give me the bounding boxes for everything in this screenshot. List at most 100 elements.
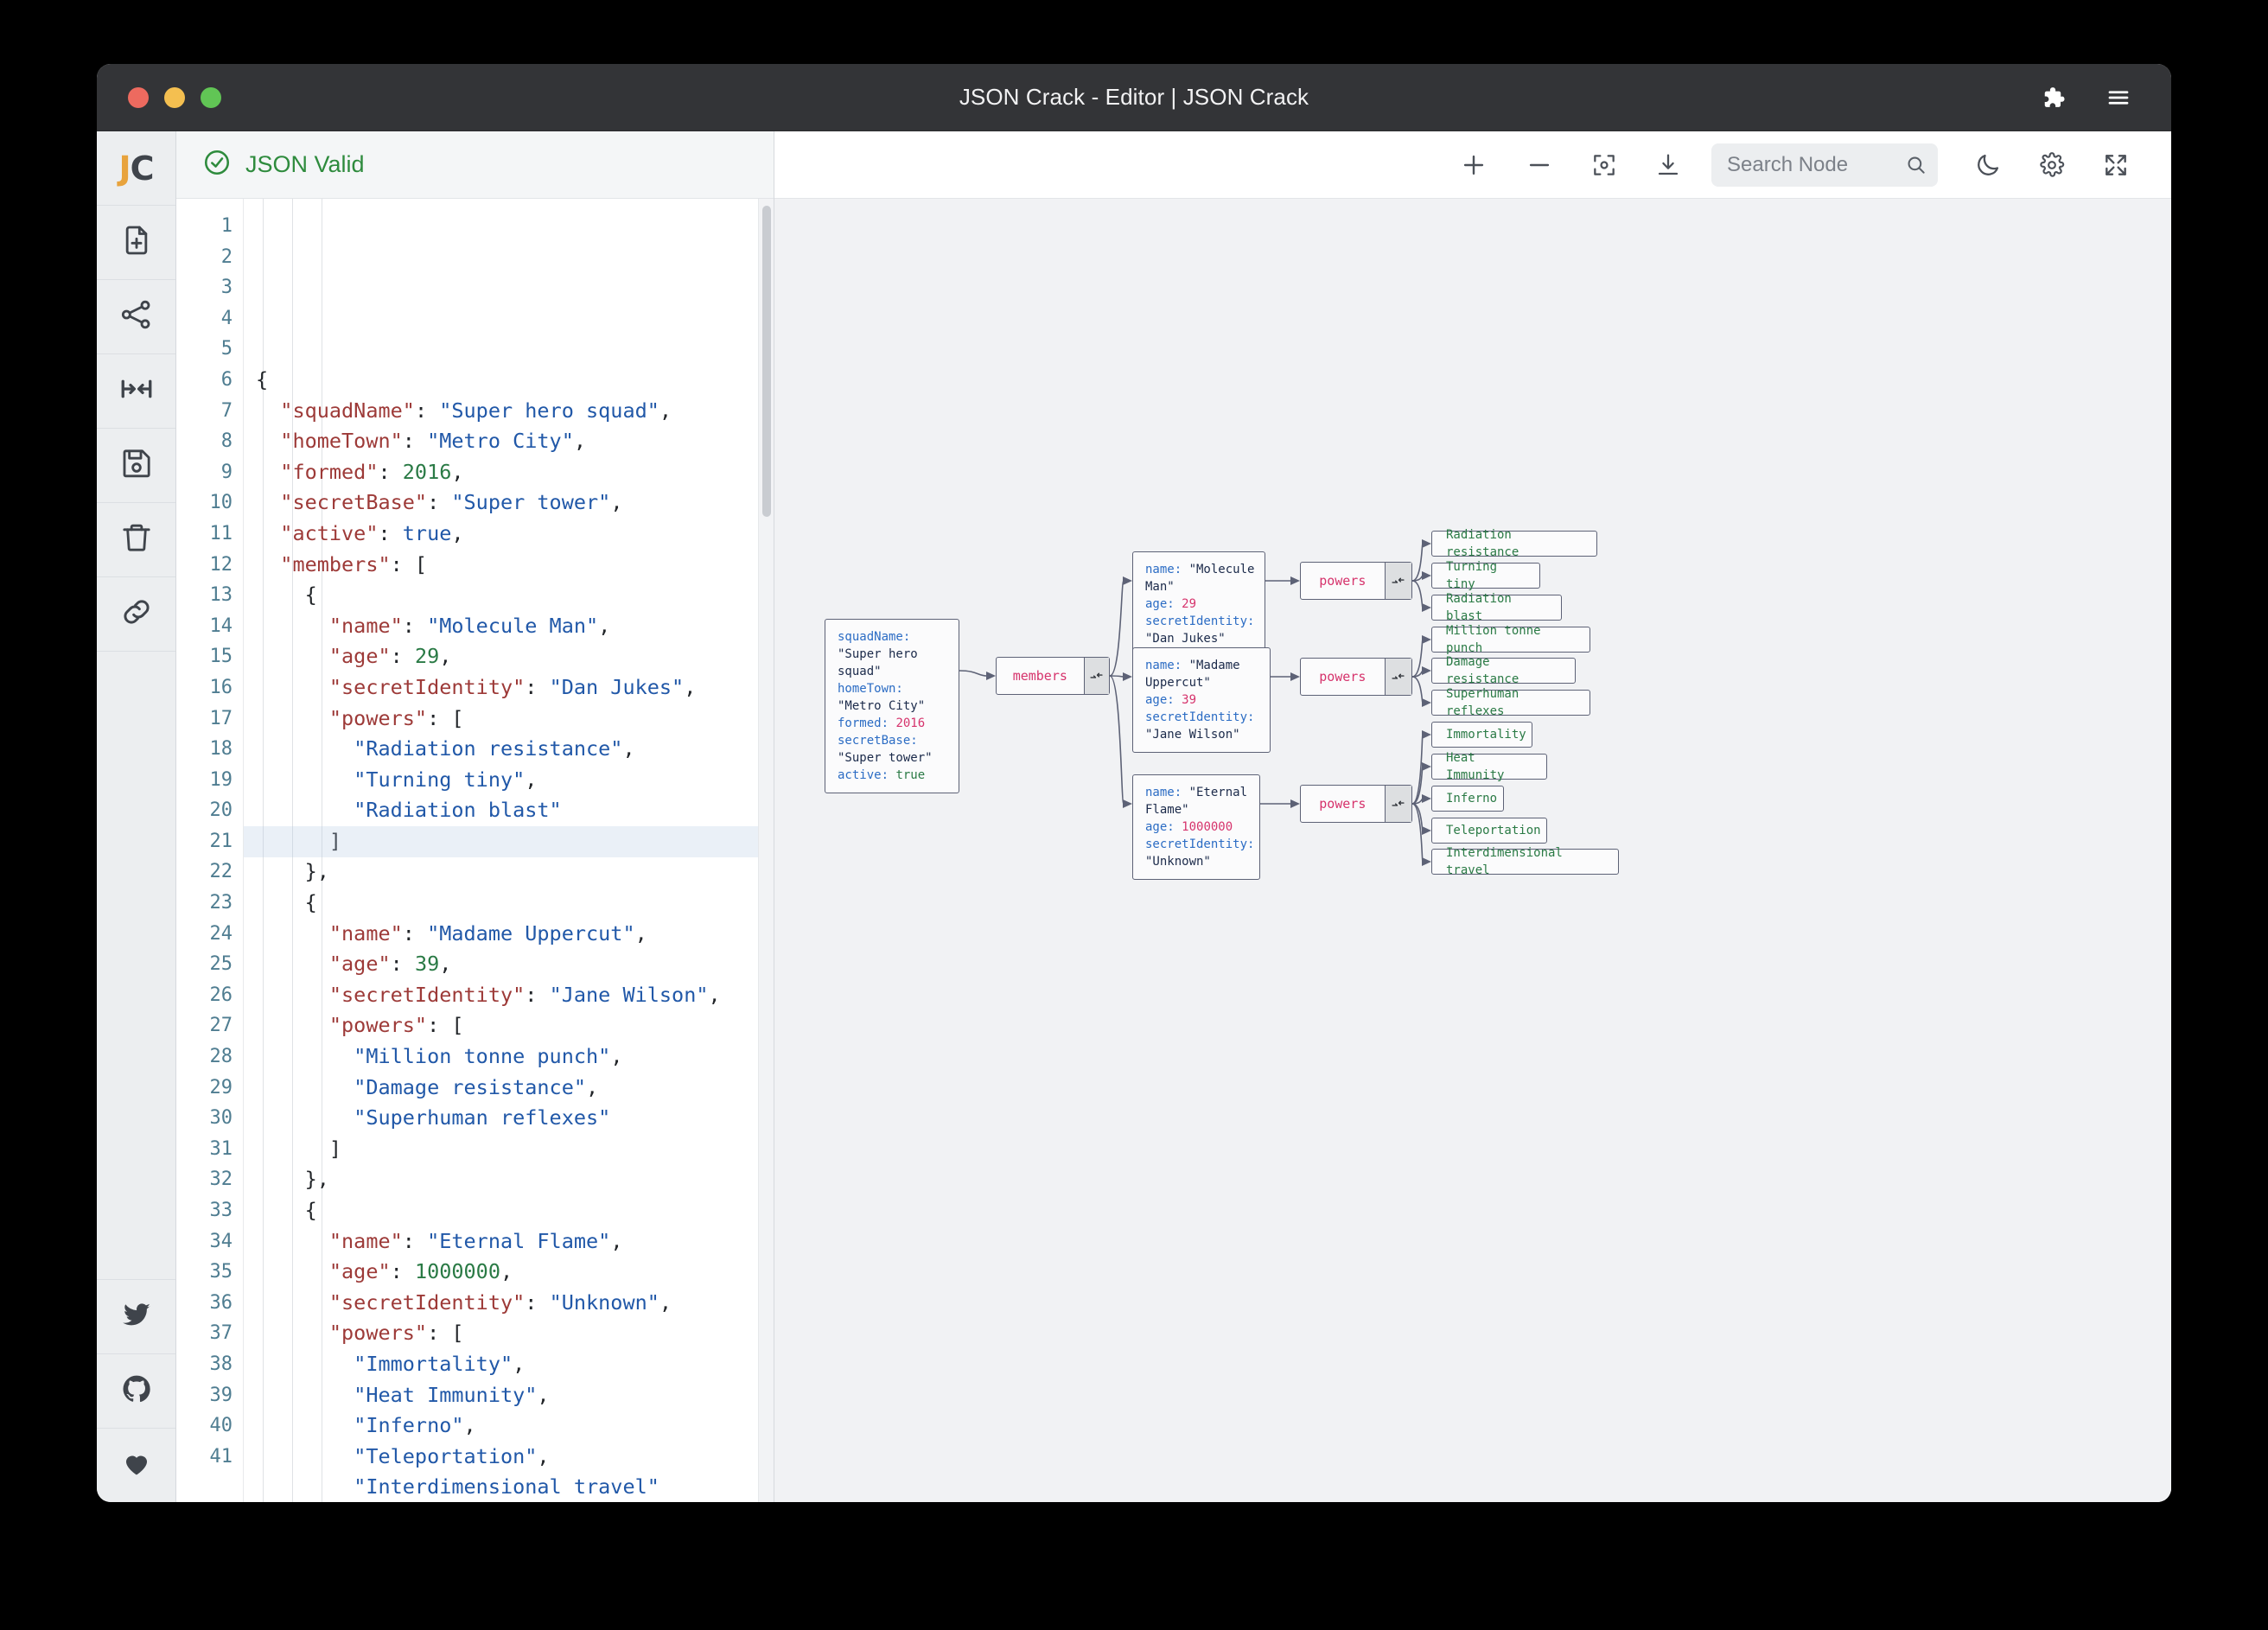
graph-node-leaf[interactable]: Teleportation xyxy=(1431,818,1547,844)
code-line[interactable]: "Interdimensional travel" xyxy=(256,1472,774,1502)
collapse-button[interactable] xyxy=(1384,563,1411,599)
center-view-icon[interactable] xyxy=(1590,151,1618,179)
code-line[interactable]: "powers": [ xyxy=(256,1010,774,1041)
graph-node-powers[interactable]: powers xyxy=(1300,658,1412,696)
graph-node-leaf[interactable]: Radiation resistance xyxy=(1431,528,1597,559)
zoom-out-icon[interactable] xyxy=(1525,150,1554,180)
code-line[interactable]: "Inferno", xyxy=(256,1410,774,1442)
code-line[interactable]: "homeTown": "Metro City", xyxy=(256,426,774,457)
sidebar-item-collapse[interactable] xyxy=(97,354,175,429)
line-number: 28 xyxy=(209,1046,233,1068)
minimize-window-button[interactable] xyxy=(164,86,185,108)
code-line[interactable]: "formed": 2016, xyxy=(256,457,774,488)
code-line[interactable]: { xyxy=(256,1195,774,1226)
code-line[interactable]: "age": 1000000, xyxy=(256,1257,774,1288)
line-number: 23 xyxy=(209,892,233,914)
sidebar-item-save[interactable] xyxy=(97,429,175,503)
gear-icon[interactable] xyxy=(2038,151,2066,179)
graph-node-leaf[interactable]: Turning tiny xyxy=(1431,560,1540,591)
graph-node-leaf[interactable]: Interdimensional travel xyxy=(1431,846,1619,877)
code-line[interactable]: "Radiation resistance", xyxy=(256,734,774,765)
code-line[interactable]: "powers": [ xyxy=(256,704,774,735)
search-icon[interactable] xyxy=(1905,154,1927,176)
graph-node-leaf[interactable]: Immortality xyxy=(1431,722,1533,748)
code-line[interactable]: "secretBase": "Super tower", xyxy=(256,487,774,519)
code-indent xyxy=(256,952,329,976)
code-line[interactable]: "secretIdentity": "Unknown", xyxy=(256,1288,774,1319)
code-line[interactable]: }, xyxy=(256,856,774,888)
graph-node-leaf[interactable]: Superhuman reflexes xyxy=(1431,687,1590,718)
code-line[interactable]: "Superhuman reflexes" xyxy=(256,1103,774,1134)
code-line[interactable]: "name": "Madame Uppercut", xyxy=(256,919,774,950)
line-number: 27 xyxy=(209,1015,233,1037)
code-line[interactable]: "squadName": "Super hero squad", xyxy=(256,396,774,427)
collapse-button[interactable] xyxy=(1384,786,1411,822)
code-line[interactable]: "Damage resistance", xyxy=(256,1073,774,1104)
graph-canvas[interactable]: squadName: "Super hero squad"homeTown: "… xyxy=(774,199,2171,1502)
code-line[interactable]: "members": [ xyxy=(256,550,774,581)
search-input[interactable] xyxy=(1727,152,1891,177)
code-line[interactable]: "secretIdentity": "Jane Wilson", xyxy=(256,980,774,1011)
line-number: 39 xyxy=(209,1384,233,1406)
app-logo[interactable]: JC xyxy=(97,131,175,206)
code-indent xyxy=(256,552,280,576)
sidebar-item-new-file[interactable] xyxy=(97,206,175,280)
collapse-button[interactable] xyxy=(1384,659,1411,695)
editor-scrollbar[interactable] xyxy=(758,199,774,1502)
graph-node-leaf[interactable]: Heat Immunity xyxy=(1431,751,1547,782)
line-number: 36 xyxy=(209,1291,233,1314)
code-line[interactable]: "age": 39, xyxy=(256,949,774,980)
code-line[interactable]: "name": "Molecule Man", xyxy=(256,611,774,642)
graph-node-leaf[interactable]: Radiation blast xyxy=(1431,592,1562,623)
sidebar-item-share[interactable] xyxy=(97,280,175,354)
code-content[interactable]: { "squadName": "Super hero squad", "home… xyxy=(244,199,774,1502)
code-line[interactable]: "secretIdentity": "Dan Jukes", xyxy=(256,672,774,704)
code-line[interactable]: "age": 29, xyxy=(256,641,774,672)
collapse-button[interactable] xyxy=(1083,658,1109,694)
search-node-box[interactable] xyxy=(1711,143,1938,187)
code-line[interactable]: "active": true, xyxy=(256,519,774,550)
zoom-in-icon[interactable] xyxy=(1459,150,1488,180)
code-line[interactable]: "Million tonne punch", xyxy=(256,1041,774,1073)
moon-icon[interactable] xyxy=(1974,151,2002,179)
graph-node-leaf[interactable]: Million tonne punch xyxy=(1431,624,1590,655)
sidebar-item-link[interactable] xyxy=(97,577,175,652)
graph-node-powers[interactable]: powers xyxy=(1300,562,1412,600)
graph-node-root[interactable]: squadName: "Super hero squad"homeTown: "… xyxy=(825,619,959,793)
graph-node-members[interactable]: members xyxy=(996,657,1110,695)
graph-node-leaf[interactable]: Inferno xyxy=(1431,786,1505,812)
code-token-key: "members" xyxy=(280,551,391,576)
code-token-str: "Radiation blast" xyxy=(354,798,562,823)
extensions-icon[interactable] xyxy=(2040,85,2066,111)
sidebar-item-github[interactable] xyxy=(97,1353,175,1428)
close-window-button[interactable] xyxy=(128,86,149,108)
graph-node-powers[interactable]: powers xyxy=(1300,785,1412,823)
code-line[interactable]: "Immortality", xyxy=(256,1349,774,1380)
menu-icon[interactable] xyxy=(2106,85,2131,111)
maximize-window-button[interactable] xyxy=(201,86,221,108)
code-line[interactable]: { xyxy=(256,580,774,611)
editor-scrollbar-thumb[interactable] xyxy=(762,206,771,517)
sidebar-item-delete[interactable] xyxy=(97,503,175,577)
download-icon[interactable] xyxy=(1654,151,1682,179)
code-line[interactable]: { xyxy=(256,365,774,396)
code-line[interactable]: "Turning tiny", xyxy=(256,765,774,796)
code-line[interactable]: ] xyxy=(256,1134,774,1165)
code-line[interactable]: "powers": [ xyxy=(256,1318,774,1349)
sidebar-item-sponsor[interactable] xyxy=(97,1428,175,1502)
fullscreen-icon[interactable] xyxy=(2102,151,2130,179)
graph-node-leaf[interactable]: Damage resistance xyxy=(1431,655,1577,686)
code-line[interactable]: { xyxy=(256,888,774,919)
code-line[interactable]: }, xyxy=(256,1164,774,1195)
code-line[interactable]: "Radiation blast" xyxy=(256,795,774,826)
code-line[interactable]: "name": "Eternal Flame", xyxy=(256,1226,774,1258)
sidebar-item-twitter[interactable] xyxy=(97,1279,175,1353)
code-line[interactable]: ] xyxy=(256,826,774,857)
graph-toolbar xyxy=(774,131,2171,199)
code-line[interactable]: "Teleportation", xyxy=(256,1442,774,1473)
code-line[interactable]: "Heat Immunity", xyxy=(256,1380,774,1411)
